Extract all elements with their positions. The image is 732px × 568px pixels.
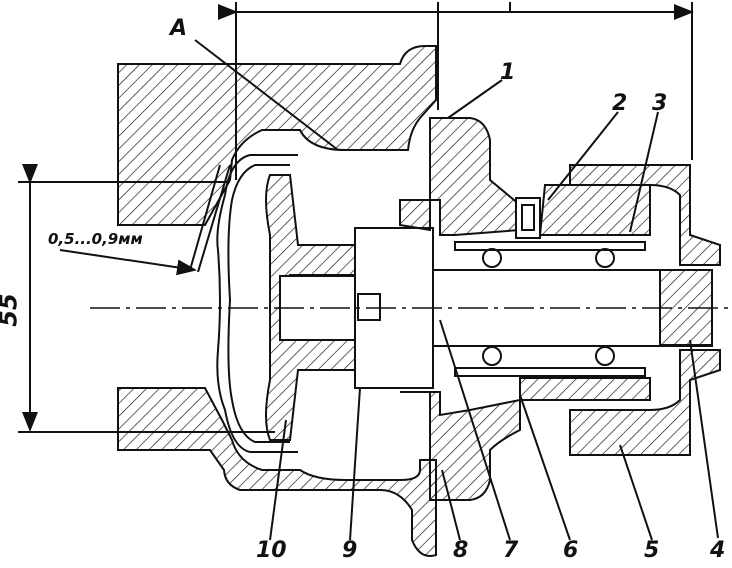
nut: [659, 269, 713, 346]
label-6: 6: [563, 538, 579, 563]
label-5: 5: [644, 538, 660, 563]
label-dim-55: 55: [0, 293, 23, 327]
bearing-cup: [569, 164, 721, 266]
label-4: 4: [710, 538, 726, 563]
housing-upper: [117, 45, 437, 226]
label-9: 9: [342, 538, 358, 563]
label-1: 1: [500, 60, 516, 85]
label-2: 2: [612, 91, 628, 116]
housing-lower: [117, 387, 437, 557]
label-8: 8: [453, 538, 469, 563]
bearing-housing: [538, 184, 651, 236]
label-a: A: [170, 16, 188, 41]
label-10: 10: [256, 538, 287, 563]
label-7: 7: [503, 538, 519, 563]
rollers: [482, 248, 615, 366]
impeller-shroud: [216, 154, 298, 453]
label-gap: 0,5...0,9мм: [48, 230, 143, 248]
label-3: 3: [652, 91, 668, 116]
flange: [399, 117, 521, 236]
